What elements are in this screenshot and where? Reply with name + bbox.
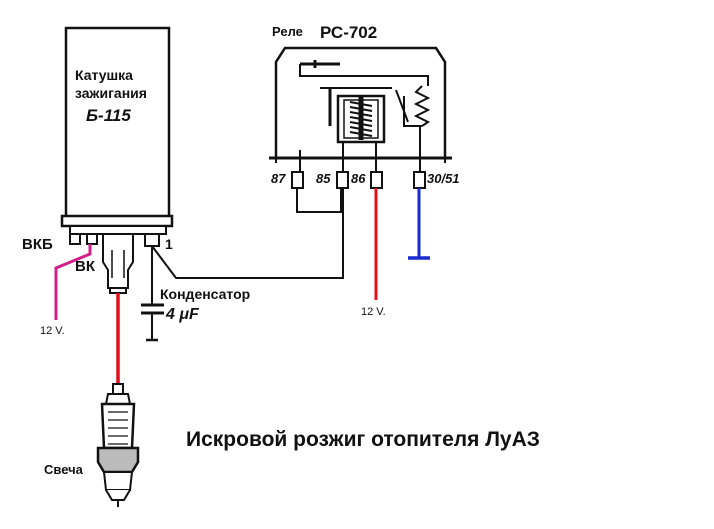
pin-30-51 <box>413 171 426 189</box>
wire-85-to-coil <box>151 188 344 279</box>
pin-86 <box>370 171 383 189</box>
pin-30-51-label: 30/51 <box>427 171 460 186</box>
coil-model: Б-115 <box>86 106 131 125</box>
terminal-vk <box>86 233 98 245</box>
capacitor-label: Конденсатор <box>160 286 250 302</box>
pin-86-label: 86 <box>351 171 366 186</box>
coil-base <box>60 214 174 228</box>
relay-model: РС-702 <box>320 23 377 42</box>
ignition-coil <box>60 26 174 294</box>
pin-87 <box>291 171 304 189</box>
terminal-vkb-label: ВКБ <box>22 236 53 253</box>
diagram-title: Искровой розжиг отопителя ЛуАЗ <box>186 428 540 451</box>
terminal-vkb <box>69 233 81 245</box>
spark-plug <box>96 383 140 507</box>
pin-85 <box>336 171 349 189</box>
relay <box>269 46 452 189</box>
coil-label-line1: Катушка <box>75 67 133 83</box>
coil-label-line2: зажигания <box>75 85 147 101</box>
spark-plug-label: Свеча <box>44 462 84 477</box>
hv-tower <box>102 233 134 289</box>
supply-relay-label: 12 V. <box>361 306 386 318</box>
pin-85-label: 85 <box>316 171 331 186</box>
coil-cap <box>69 225 167 235</box>
capacitor-value: 4 μF <box>165 306 200 323</box>
terminal-1 <box>144 233 160 247</box>
spark-plug-hex <box>96 446 140 474</box>
wire-vkb-magenta <box>54 244 92 320</box>
relay-label: Реле <box>272 24 303 39</box>
terminal-vk-label: ВК <box>75 258 96 275</box>
coil-body <box>64 26 171 222</box>
wire-jumper-87-85 <box>296 188 342 213</box>
relay-resistor <box>413 85 431 127</box>
pin-87-label: 87 <box>271 171 286 186</box>
terminal-1-label: 1 <box>165 236 173 252</box>
supply-left-label: 12 V. <box>40 325 65 337</box>
